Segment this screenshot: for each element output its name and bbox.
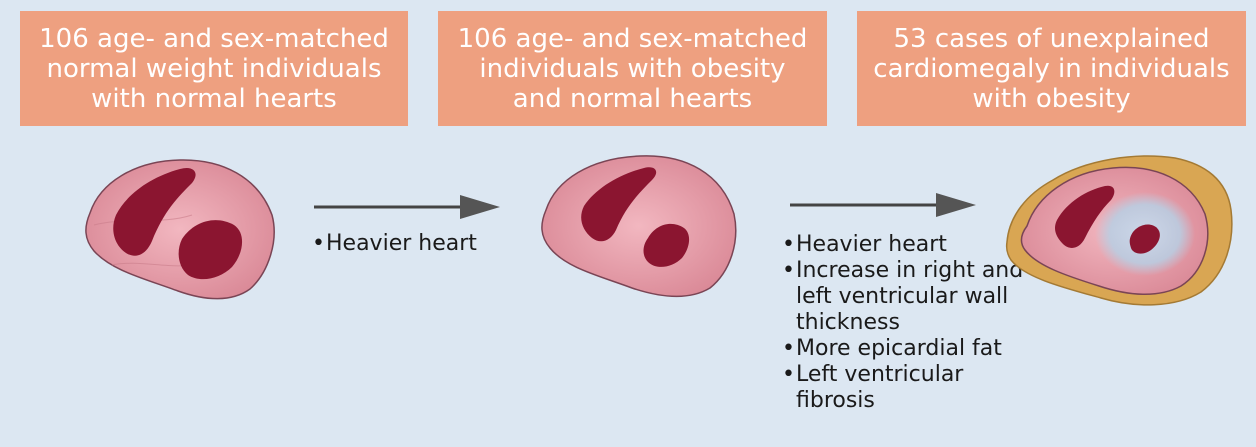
header-line: 53 cases of unexplained: [873, 24, 1229, 54]
header-line: and normal hearts: [458, 84, 808, 114]
group-header-obesity-normal-heart: 106 age- and sex-matched individuals wit…: [438, 11, 827, 126]
header-line: individuals with obesity: [458, 54, 808, 84]
header-line: 106 age- and sex-matched: [39, 24, 389, 54]
header-line: with normal hearts: [39, 84, 389, 114]
finding-item: Heavier heart: [312, 231, 477, 257]
progression-arrow-1: [312, 192, 502, 222]
group-header-normal-weight: 106 age- and sex-matched normal weight i…: [20, 11, 408, 126]
progression-arrow-2: [788, 190, 978, 220]
header-line: 106 age- and sex-matched: [458, 24, 808, 54]
finding-item: Left ventricular fibrosis: [782, 362, 1042, 414]
obese-normal-heart-cross-section: [540, 150, 740, 302]
normal-heart-cross-section: [82, 155, 278, 305]
header-line: with obesity: [873, 84, 1229, 114]
header-line: normal weight individuals: [39, 54, 389, 84]
findings-list-obesity-normal-heart: Heavier heart: [312, 231, 477, 257]
group-header-cardiomegaly: 53 cases of unexplained cardiomegaly in …: [857, 11, 1246, 126]
cardiomegaly-heart-cross-section: [1005, 150, 1237, 310]
finding-item: More epicardial fat: [782, 336, 1042, 362]
findings-list-cardiomegaly: Heavier heart Increase in right and left…: [782, 232, 1042, 414]
finding-item: Increase in right and left ventricular w…: [782, 258, 1042, 336]
finding-item: Heavier heart: [782, 232, 1042, 258]
header-line: cardiomegaly in individuals: [873, 54, 1229, 84]
